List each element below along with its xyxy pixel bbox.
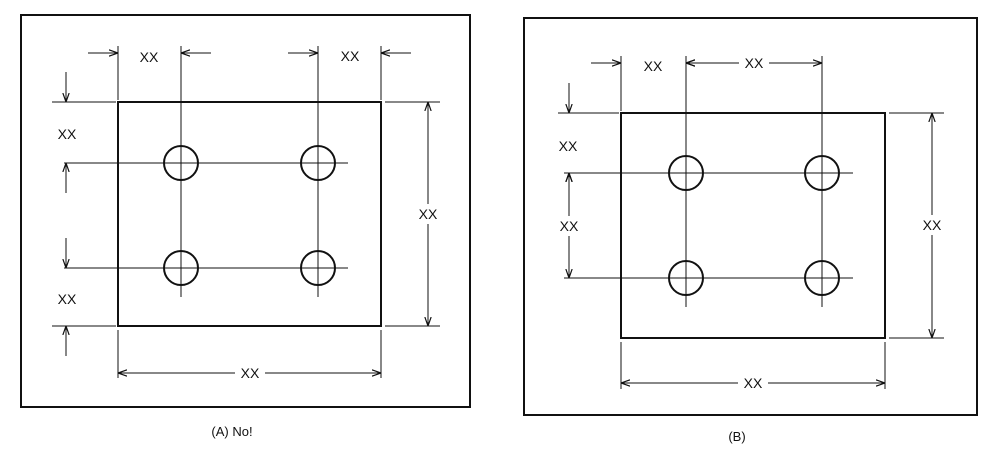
- hole: [300, 145, 336, 181]
- dim-label: XX: [745, 55, 764, 71]
- dim-label: XX: [560, 218, 579, 234]
- dim-label: XX: [744, 375, 763, 391]
- dim-label: XX: [341, 48, 360, 64]
- dim-label: XX: [559, 138, 578, 154]
- hole: [668, 155, 704, 191]
- hole: [163, 250, 199, 286]
- panel-b-plate: [620, 112, 886, 339]
- hole: [300, 250, 336, 286]
- hole: [804, 155, 840, 191]
- panel-b: [523, 17, 978, 416]
- dim-label: XX: [419, 206, 438, 222]
- dim-label: XX: [58, 291, 77, 307]
- hole: [668, 260, 704, 296]
- panel-b-centerlines: [564, 56, 853, 307]
- panel-a-extension-lines: [52, 46, 440, 378]
- panel-b-dimension-lines: [569, 63, 932, 383]
- panel-a-caption: (A) No!: [211, 424, 252, 439]
- panel-a-label-masks: [235, 204, 443, 382]
- panel-b-holes: [668, 155, 840, 296]
- dim-label: XX: [140, 49, 159, 65]
- panel-a-labels: XX XX XX XX XX XX (A) No!: [58, 48, 438, 439]
- panel-b-labels: XX XX XX XX XX XX (B): [559, 55, 942, 444]
- panel-a-frame: [20, 14, 471, 408]
- panel-a-dimension-lines: [66, 53, 428, 373]
- panel-b-extension-lines: [558, 56, 944, 389]
- panel-a-plate: [117, 101, 382, 327]
- panel-a: [20, 14, 471, 408]
- dim-label: XX: [923, 217, 942, 233]
- panel-a-centerlines: [64, 46, 348, 297]
- hole: [804, 260, 840, 296]
- dim-label: XX: [58, 126, 77, 142]
- dim-label: XX: [241, 365, 260, 381]
- panel-a-holes: [163, 145, 336, 286]
- panel-b-frame: [523, 17, 978, 416]
- dim-label: XX: [644, 58, 663, 74]
- hole: [163, 145, 199, 181]
- panel-b-caption: (B): [728, 429, 745, 444]
- panel-b-label-masks: [554, 55, 947, 392]
